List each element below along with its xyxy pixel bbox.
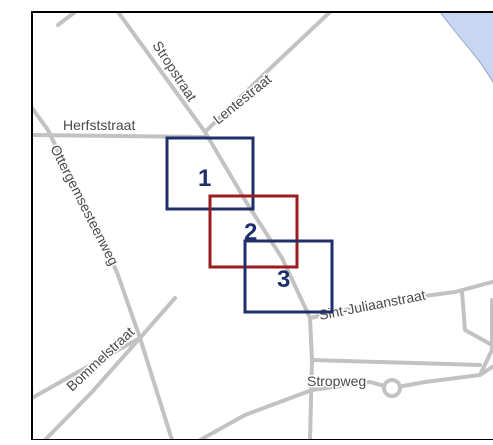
road-network [32,12,493,440]
water-body [439,12,493,84]
area-box-3[interactable]: 3 [243,239,334,314]
road-east-link [310,358,482,367]
road-sint-juliaanstraat [308,279,493,320]
area-box-1-label: 1 [198,165,211,192]
area-box-3-label: 3 [277,266,290,293]
road-lentestraat [203,12,332,134]
road-east-connector [460,290,493,347]
roundabout-icon [382,378,402,398]
road-northwest [56,12,77,27]
road-stropweg [198,364,493,440]
area-box-2-outline [208,194,299,269]
road-branch-southwest [43,336,142,440]
area-box-2-label: 2 [244,219,257,246]
road-bommelstraat [32,296,177,400]
area-box-3-outline [243,239,334,314]
map-content: Stropstraat Lentestraat Herfststraat Ott… [32,12,493,440]
road-east-edge [478,298,493,377]
street-label-herfststraat: Herfststraat [63,117,135,133]
street-label-stropweg: Stropweg [307,373,366,389]
area-box-2[interactable]: 2 [208,194,299,269]
